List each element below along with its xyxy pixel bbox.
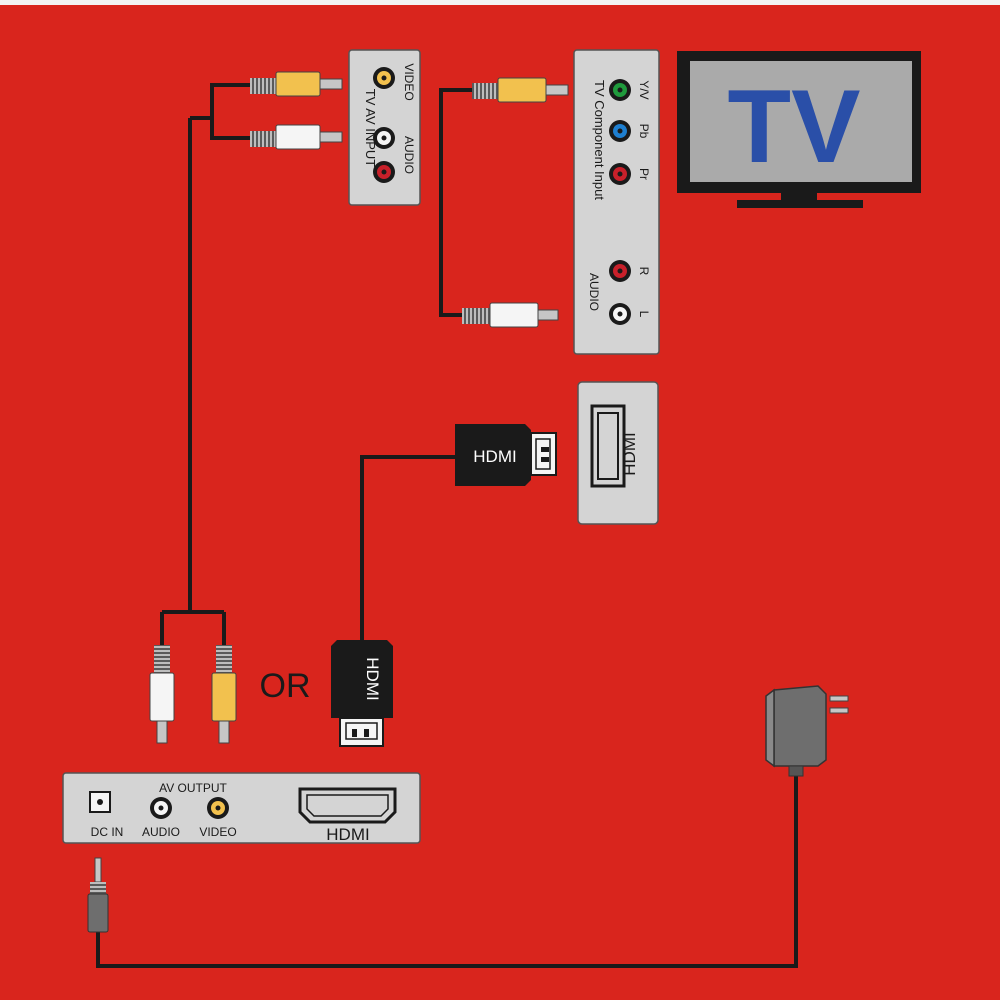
tv-screen-text: TV bbox=[728, 69, 861, 185]
tv-icon: TV bbox=[677, 51, 921, 208]
tv-component-input-panel: TV Component Input AUDIO Y/V Pb Pr R L bbox=[573, 49, 660, 355]
av-input-video-label: VIDEO bbox=[402, 63, 416, 100]
hdmi-plug-top: HDMI bbox=[455, 424, 557, 486]
tv-hdmi-port-panel: HDMI bbox=[577, 381, 659, 525]
av-input-audio-label: AUDIO bbox=[402, 136, 416, 174]
tv-hdmi-port-label: HDMI bbox=[620, 432, 639, 475]
rca-plug-white-top bbox=[250, 124, 343, 150]
device-video-label: VIDEO bbox=[199, 825, 236, 839]
hdmi-plug-bottom-label: HDMI bbox=[363, 657, 382, 700]
av-output-title: AV OUTPUT bbox=[159, 781, 227, 795]
rca-plug-white-bottom bbox=[149, 645, 175, 744]
power-cable bbox=[96, 770, 798, 968]
av-cable-audio-branch bbox=[210, 118, 250, 140]
hdmi-port-icon bbox=[590, 404, 626, 488]
component-cable bbox=[439, 88, 472, 317]
rca-plug-yellow-component bbox=[472, 77, 569, 103]
hdmi-plug-bottom: HDMI bbox=[331, 640, 393, 747]
port-label-pb: Pb bbox=[637, 124, 651, 139]
port-label-pr: Pr bbox=[637, 168, 651, 180]
port-label-l: L bbox=[637, 311, 651, 318]
top-border bbox=[0, 0, 1000, 5]
device-hdmi-port-icon bbox=[298, 787, 397, 824]
tv-av-input-panel: TV AV INPUT VIDEO AUDIO bbox=[348, 49, 421, 206]
hdmi-cable bbox=[360, 455, 455, 640]
port-label-r: R bbox=[637, 267, 651, 276]
cables bbox=[96, 83, 798, 968]
component-input-title: TV Component Input bbox=[592, 80, 607, 200]
av-cable-split bbox=[160, 610, 226, 645]
rca-plug-white-component bbox=[462, 302, 559, 328]
device-hdmi-label: HDMI bbox=[326, 825, 369, 844]
dc-in-label: DC IN bbox=[91, 825, 124, 839]
or-text: OR bbox=[260, 667, 311, 705]
device-audio-label: AUDIO bbox=[142, 825, 180, 839]
power-adapter-icon bbox=[765, 685, 849, 777]
device-panel: DC IN AV OUTPUT AUDIO VIDEO HDMI bbox=[62, 772, 421, 844]
dc-jack-plug bbox=[87, 857, 109, 933]
rca-plug-yellow-top bbox=[250, 71, 343, 97]
port-label-yv: Y/V bbox=[637, 80, 651, 99]
rca-plug-yellow-bottom bbox=[211, 645, 237, 744]
hdmi-plug-top-label: HDMI bbox=[473, 447, 516, 466]
av-cable-video-branch bbox=[190, 83, 250, 120]
component-audio-title: AUDIO bbox=[587, 273, 601, 311]
tv-av-input-title: TV AV INPUT bbox=[363, 89, 378, 168]
